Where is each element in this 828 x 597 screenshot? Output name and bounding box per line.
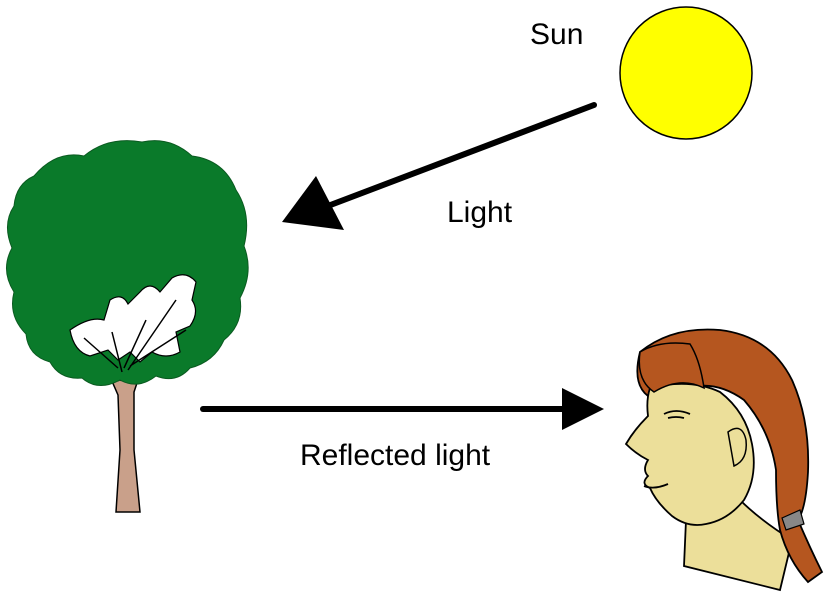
person-mouth — [643, 483, 669, 489]
reflected-arrow-head — [562, 388, 604, 430]
reflected-light-arrow — [200, 388, 604, 430]
person-eye — [663, 410, 691, 419]
person-fringe — [638, 342, 705, 393]
sun-label: Sun — [530, 18, 583, 51]
light-arrow — [282, 102, 597, 230]
person-head-icon — [624, 328, 824, 592]
light-arrow-head — [282, 176, 344, 230]
tree-icon — [6, 140, 249, 513]
tree-branch-lines — [83, 299, 187, 373]
person-hair-tie — [781, 509, 805, 531]
sun-icon — [619, 6, 753, 140]
reflected-light-label: Reflected light — [300, 439, 491, 472]
light-label: Light — [447, 196, 513, 229]
light-arrow-shaft — [309, 102, 597, 215]
tree-branches — [69, 274, 197, 363]
person-ear — [727, 427, 747, 468]
sun-disc — [619, 6, 753, 140]
person-face — [624, 382, 755, 526]
